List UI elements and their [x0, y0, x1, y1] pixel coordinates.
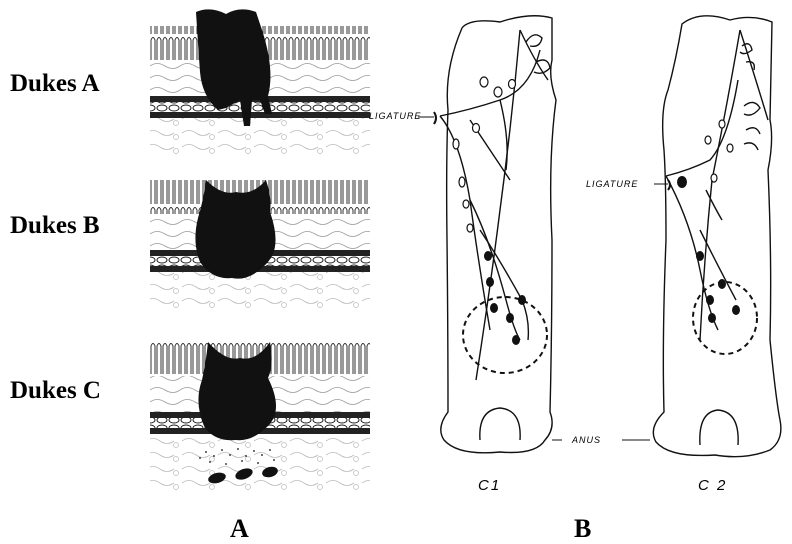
anus-pointer: ANUS — [552, 435, 650, 445]
specimen-c1-label: C1 — [478, 477, 501, 494]
specimen-c2 — [653, 16, 781, 457]
ligature-c1: LIGATURE — [369, 111, 436, 124]
specimen-c1 — [440, 16, 556, 453]
dukes-b-diagram — [150, 180, 370, 312]
ligature-label-c1: LIGATURE — [369, 111, 421, 121]
ligature-c2: LIGATURE — [586, 179, 670, 190]
specimen-c2-label: C 2 — [698, 477, 727, 494]
dukes-b-tumor — [195, 180, 275, 279]
dukes-c-diagram — [150, 342, 370, 490]
ligature-label-c2: LIGATURE — [586, 179, 638, 189]
anus-label: ANUS — [571, 435, 601, 445]
specimen-c1-nodes — [453, 77, 526, 345]
dukes-a-diagram — [150, 9, 370, 156]
